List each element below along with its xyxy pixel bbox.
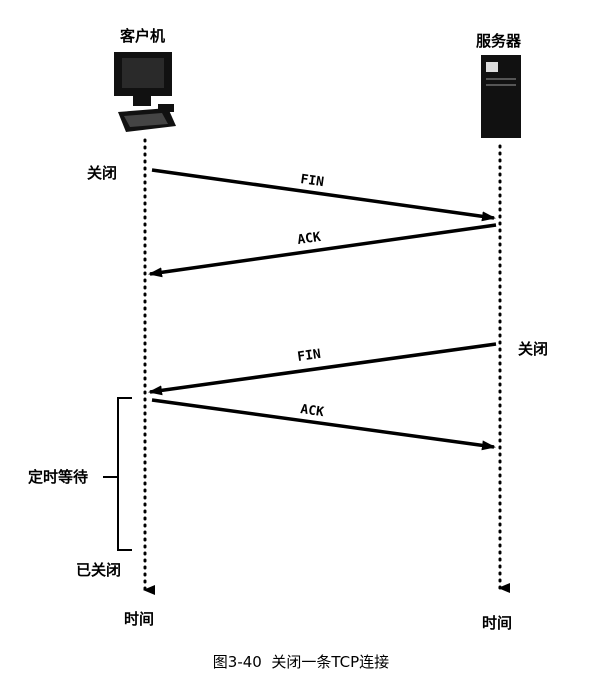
client-time-label: 时间: [124, 610, 154, 628]
client-computer-icon: [114, 52, 176, 132]
figure-caption: 图3-40 关闭一条TCP连接: [213, 653, 389, 671]
server-close-label: 关闭: [518, 340, 548, 358]
time-wait-label: 定时等待: [28, 468, 88, 486]
message-fin-2: FIN: [148, 342, 497, 396]
message-ack-1: ACK: [148, 223, 497, 278]
client-title: 客户机: [119, 27, 165, 45]
ack-1-label: ACK: [296, 230, 322, 248]
server-title: 服务器: [476, 32, 522, 50]
message-ack-2: ACK: [151, 398, 496, 451]
server-time-label: 时间: [482, 614, 512, 632]
closed-label: 已关闭: [76, 561, 121, 579]
server-tower-icon: [481, 55, 521, 138]
ack-2-label: ACK: [299, 402, 325, 420]
client-close-label: 关闭: [87, 164, 117, 182]
message-fin-1: FIN: [151, 168, 496, 222]
fin-1-label: FIN: [299, 172, 325, 190]
fin-2-label: FIN: [296, 347, 322, 365]
time-wait-bracket: [103, 397, 132, 551]
